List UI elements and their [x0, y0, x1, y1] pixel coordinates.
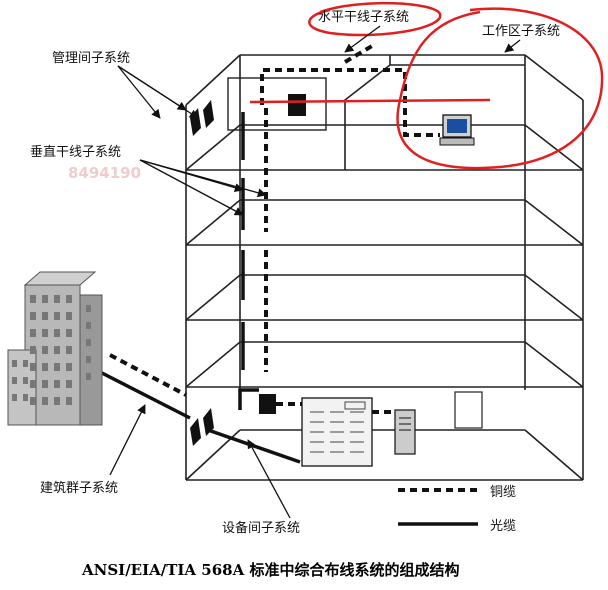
- campus-fiber-cable: [99, 370, 191, 420]
- horizontal-cable: [260, 68, 440, 137]
- watermark: 8494190: [68, 164, 141, 182]
- label-horizontal: 水平干线子系统: [318, 10, 409, 25]
- computer-icon: [439, 114, 475, 146]
- building: [185, 54, 584, 481]
- label-telecom-room: 管理间子系统: [52, 51, 130, 66]
- floor-slabs: [185, 124, 584, 431]
- legend-fiber-label: 光缆: [490, 518, 516, 534]
- legend-copper-label: 铜缆: [490, 484, 516, 500]
- telecom-room-box: [227, 77, 327, 131]
- label-vertical: 垂直干线子系统: [30, 145, 121, 160]
- door: [454, 391, 483, 429]
- distribution-box: [259, 394, 276, 414]
- label-workarea: 工作区子系统: [482, 24, 560, 39]
- rack-ports: [310, 401, 366, 453]
- floor-slab: [185, 274, 584, 321]
- campus-buildings-icon: [7, 271, 103, 426]
- label-equipment-room: 设备间子系统: [222, 520, 300, 536]
- caption: ANSI/EIA/TIA 568A 标准中综合布线系统的组成结构: [81, 561, 459, 579]
- patch-panel: [288, 94, 306, 116]
- legend: 铜缆 光缆: [398, 484, 516, 534]
- red-annotation-line: [249, 98, 491, 104]
- label-campus: 建筑群子系统: [40, 480, 118, 496]
- server-icon: [394, 409, 416, 455]
- red-circle-workarea: [396, 7, 604, 170]
- wall-outlet-icon: [190, 408, 214, 446]
- wall-outlet-icon: [190, 100, 214, 136]
- floor-slab: [185, 124, 584, 171]
- red-circle-horizontal: [308, 1, 442, 37]
- campus-copper-cable: [109, 353, 187, 397]
- vertical-backbone: [241, 108, 268, 372]
- room-divider: [344, 55, 525, 170]
- floor-slab: [185, 341, 584, 388]
- floor-slab: [185, 199, 584, 246]
